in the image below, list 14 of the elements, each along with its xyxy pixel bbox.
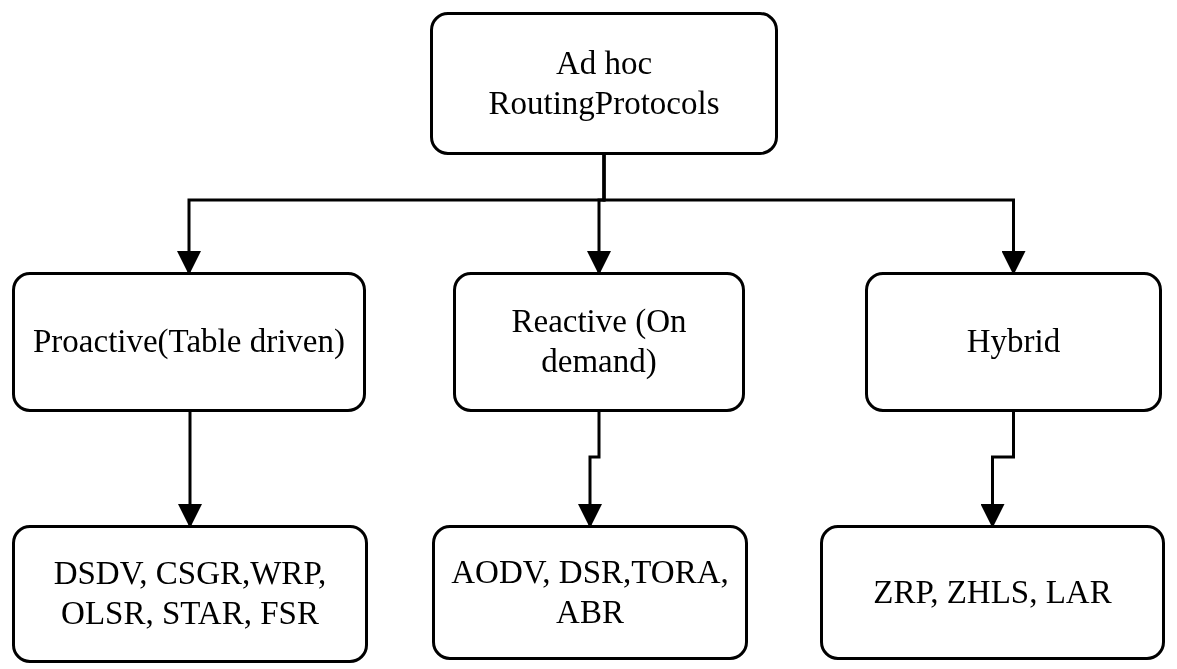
node-label: DSDV, CSGR,WRP, OLSR, STAR, FSR	[52, 554, 328, 633]
node-label: ZRP, ZHLS, LAR	[873, 572, 1112, 612]
node-label: AODV, DSR,TORA, ABR	[450, 552, 730, 632]
node-label: Hybrid	[966, 322, 1061, 362]
process-box	[865, 272, 1162, 412]
process-box	[453, 272, 745, 412]
process-box	[432, 525, 748, 660]
node-label: Ad hoc RoutingProtocols	[487, 43, 721, 123]
node-label: Proactive(Table driven)	[33, 322, 345, 362]
process-box	[430, 12, 778, 155]
process-box	[12, 525, 368, 663]
process-box	[820, 525, 1165, 660]
process-box	[12, 272, 366, 412]
node-label: Reactive (On demand)	[510, 302, 688, 381]
